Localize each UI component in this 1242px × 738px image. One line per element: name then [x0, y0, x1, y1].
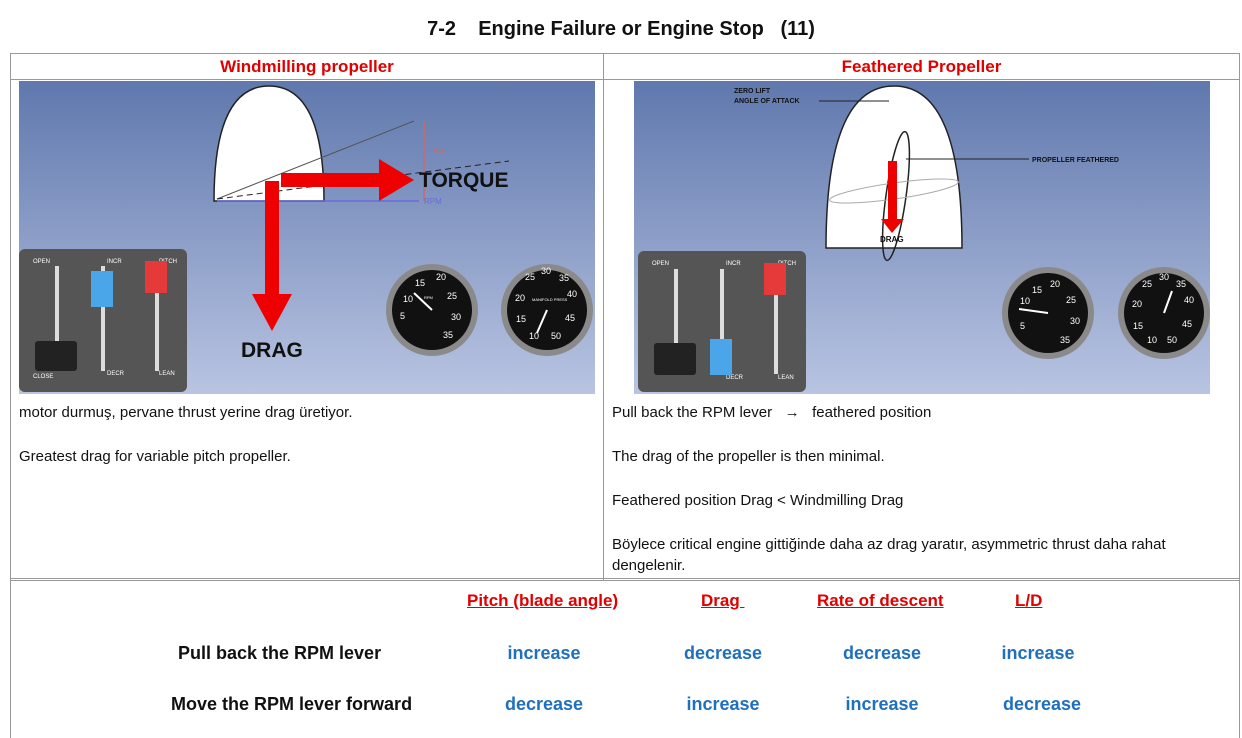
svg-text:PITCH: PITCH [778, 261, 796, 267]
effects-table: Pitch (blade angle) Drag Rate of descent… [10, 578, 1240, 738]
svg-text:15: 15 [516, 314, 526, 324]
svg-text:45: 45 [1182, 319, 1192, 329]
comparison-table: Windmilling propeller Feathered Propelle… [10, 53, 1240, 581]
svg-text:ZERO LIFT: ZERO LIFT [734, 88, 771, 95]
svg-text:50: 50 [1167, 335, 1177, 345]
svg-text:CLOSE: CLOSE [33, 374, 53, 380]
svg-text:OPEN: OPEN [652, 261, 669, 267]
svg-text:35: 35 [1176, 279, 1186, 289]
rpm-arrow-label: RPM [424, 197, 442, 206]
svg-text:INCR: INCR [107, 259, 122, 265]
svg-text:OPEN: OPEN [33, 259, 50, 265]
header-feathered: Feathered Propeller [841, 57, 1002, 76]
table-cell: decrease [504, 694, 584, 714]
svg-text:15: 15 [1032, 285, 1042, 295]
table-cell: increase [1001, 643, 1075, 663]
row-label-pull-back: Pull back the RPM lever [178, 643, 382, 663]
svg-text:45: 45 [565, 313, 575, 323]
svg-text:40: 40 [1184, 295, 1194, 305]
table-cell: decrease [1002, 694, 1082, 714]
svg-text:ANGLE OF ATTACK: ANGLE OF ATTACK [734, 98, 800, 105]
col-pitch: Pitch (blade angle) [467, 591, 619, 610]
svg-text:15: 15 [415, 278, 425, 288]
feathered-figure: ZERO LIFT ANGLE OF ATTACK PROPELLER FEAT… [634, 81, 1210, 394]
tas-label: TAS [429, 146, 444, 155]
svg-text:30: 30 [1159, 272, 1169, 282]
svg-text:25: 25 [525, 272, 535, 282]
col-drag: Drag [701, 591, 745, 610]
svg-text:30: 30 [541, 266, 551, 276]
arrow-right-icon: → [784, 404, 800, 421]
drag-label: DRAG [241, 339, 303, 362]
right-line-2: The drag of the propeller is then minima… [612, 448, 885, 465]
svg-text:PITCH: PITCH [159, 259, 177, 265]
page-title: 7-2 Engine Failure or Engine Stop (11) [427, 18, 815, 40]
table-cell: increase [507, 643, 581, 663]
svg-text:25: 25 [1066, 295, 1076, 305]
table-cell: decrease [842, 643, 922, 663]
svg-text:10: 10 [529, 331, 539, 341]
svg-text:INCR: INCR [726, 261, 741, 267]
svg-text:10: 10 [403, 294, 413, 304]
svg-text:35: 35 [443, 330, 453, 340]
col-rate-of-descent: Rate of descent [817, 591, 944, 610]
svg-text:20: 20 [515, 293, 525, 303]
svg-text:DECR: DECR [107, 371, 125, 377]
svg-text:MANIFOLD PRESS: MANIFOLD PRESS [532, 297, 568, 302]
svg-text:DRAG: DRAG [880, 235, 904, 244]
svg-text:5: 5 [1020, 321, 1025, 331]
svg-text:50: 50 [551, 331, 561, 341]
right-line-4: Böylece critical engine gittiğinde daha … [612, 536, 1166, 574]
svg-text:5: 5 [400, 311, 405, 321]
svg-text:30: 30 [451, 312, 461, 322]
svg-text:25: 25 [1142, 279, 1152, 289]
svg-text:DECR: DECR [726, 375, 744, 381]
svg-text:40: 40 [567, 289, 577, 299]
table-cell: increase [845, 694, 919, 714]
row-label-move-forward: Move the RPM lever forward [171, 694, 413, 714]
torque-label: TORQUE [419, 169, 508, 192]
col-ld: L/D [1015, 591, 1043, 610]
svg-text:LEAN: LEAN [778, 375, 794, 381]
left-line-1: motor durmuş, pervane thrust yerine drag… [19, 404, 353, 421]
svg-text:PROPELLER FEATHERED: PROPELLER FEATHERED [1032, 157, 1119, 164]
svg-text:20: 20 [1050, 279, 1060, 289]
svg-text:20: 20 [436, 272, 446, 282]
svg-text:30: 30 [1070, 316, 1080, 326]
header-windmilling: Windmilling propeller [220, 57, 394, 76]
left-line-2: Greatest drag for variable pitch propell… [19, 448, 291, 465]
svg-text:35: 35 [1060, 335, 1070, 345]
svg-text:RPM: RPM [424, 295, 433, 300]
svg-text:25: 25 [447, 291, 457, 301]
svg-text:10: 10 [1147, 335, 1157, 345]
svg-text:35: 35 [559, 273, 569, 283]
table-cell: increase [686, 694, 760, 714]
svg-text:20: 20 [1132, 299, 1142, 309]
svg-text:10: 10 [1020, 296, 1030, 306]
svg-text:LEAN: LEAN [159, 371, 175, 377]
svg-text:15: 15 [1133, 321, 1143, 331]
windmilling-figure: TAS RPM TORQUE DRAG OPEN CLOSE INCR DECR [19, 81, 595, 394]
right-line-3: Feathered position Drag < Windmilling Dr… [612, 492, 904, 509]
table-cell: decrease [683, 643, 763, 663]
right-line-1: Pull back the RPM lever → feathered posi… [612, 404, 932, 421]
